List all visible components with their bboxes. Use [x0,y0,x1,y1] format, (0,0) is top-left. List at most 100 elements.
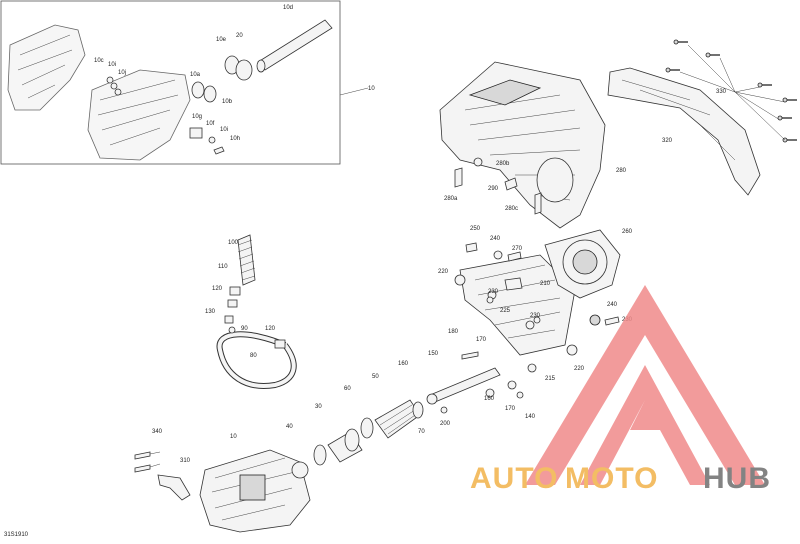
washer-10f [208,136,216,144]
callout-220: 220 [438,269,449,275]
bushing-215 [527,363,537,373]
ring-40 [313,444,327,466]
callout-60: 60 [344,386,351,392]
bolt-235 [604,316,620,326]
callout-10-main: 10 [230,434,237,440]
callout-170-top: 170 [476,337,487,343]
ring-10b [203,85,217,103]
fastener-230-right [533,316,541,324]
coupling-30 [327,428,363,463]
detail-inset-frame [0,0,341,165]
fitting-90 [228,326,236,334]
nut-200-lower [440,406,448,414]
washer-220 [454,274,466,286]
watermark-logo-a [525,285,765,485]
bolt-270 [507,251,522,262]
callout-240-top: 240 [490,236,501,242]
screws-310 [665,39,797,143]
callout-200: 200 [440,421,451,427]
fitting-110 [229,286,241,296]
shaft-10d [256,19,333,73]
bolt-240 [465,242,478,253]
callout-300: 320 [662,138,673,144]
callout-230-right: 230 [530,313,541,319]
leader-10 [339,87,369,96]
callout-130: 130 [205,309,216,315]
screw-10h [213,146,225,155]
top-cover-280 [439,61,606,229]
callout-10i-lower: 10i [220,127,228,133]
callout-10c: 10c [94,58,104,64]
callout-120-right: 120 [265,326,276,332]
watermark-text-auto: AUTO [470,462,558,495]
callout-220-right: 220 [574,366,585,372]
housing-ghost-right [87,69,191,161]
handle-300 [607,67,761,196]
nut-170 [507,380,517,390]
housing-ghost-left-ribs [17,34,73,99]
nut-250 [493,250,503,260]
bolts-340 [134,451,161,473]
housing-ghost-left [7,24,86,111]
fitting-130 [224,315,234,324]
callout-140: 140 [525,414,536,420]
callout-240-right: 240 [607,302,618,308]
watermark-text-moto: MOTO [565,462,658,495]
callout-225: 225 [500,308,511,314]
callout-160-left: 160 [398,361,409,367]
fastener-230-left [486,296,494,304]
bushing-10g [189,127,203,139]
callout-250: 250 [470,226,481,232]
bracket-330 [157,474,191,501]
callout-10h: 10h [230,136,240,142]
bolt-10j [114,88,122,96]
callout-10i: 10i [108,62,116,68]
callout-150: 150 [428,351,439,357]
fitting-120-right [274,339,286,349]
bolt-180 [461,351,479,360]
callout-215: 215 [545,376,556,382]
callout-50: 50 [372,374,379,380]
callout-70: 70 [418,429,425,435]
washer-220-right [566,344,578,356]
ring-10a [191,81,205,99]
callout-330: 310 [180,458,191,464]
callout-280: 280 [616,168,627,174]
callout-340: 340 [152,429,163,435]
support-bracket-210 [459,254,576,356]
callout-40: 40 [286,424,293,430]
washer-160 [485,388,495,398]
clamp-70 [412,401,424,419]
boot-50 [374,399,421,439]
detail-inset [0,0,369,165]
callout-10f: 10f [206,121,215,127]
watermark-text-hub: HUB [703,462,771,495]
callout-10b: 10b [222,99,233,105]
callout-10-inset: 10 [368,86,375,92]
nut-10c [106,76,114,84]
callout-110: 110 [218,264,228,270]
callout-30: 30 [315,404,322,410]
deflector-260 [544,229,621,299]
automotohub-watermark: AUTO MOTO HUB [470,285,771,495]
callout-10j: 10j [118,70,126,76]
callout-10e: 10e [216,37,227,43]
diagram-reference-code: 31S1910 [4,532,29,538]
callout-210: 210 [540,281,551,287]
callout-280a: 280a [444,196,458,202]
callout-160-right: 160 [484,396,495,402]
ring-60 [360,417,374,439]
callout-20: 20 [236,33,243,39]
rod-150 [426,367,501,405]
callout-10a: 10a [190,72,201,78]
callout-10g: 10g [192,114,202,120]
callout-280c: 280c [505,206,518,212]
housing-ghost-right-ribs [97,79,179,146]
seal-20 [235,59,253,81]
fasteners-280 [454,157,542,215]
fitting-120 [227,299,238,308]
callout-230-left: 230 [488,289,499,295]
callout-280b: 280b [496,161,510,167]
